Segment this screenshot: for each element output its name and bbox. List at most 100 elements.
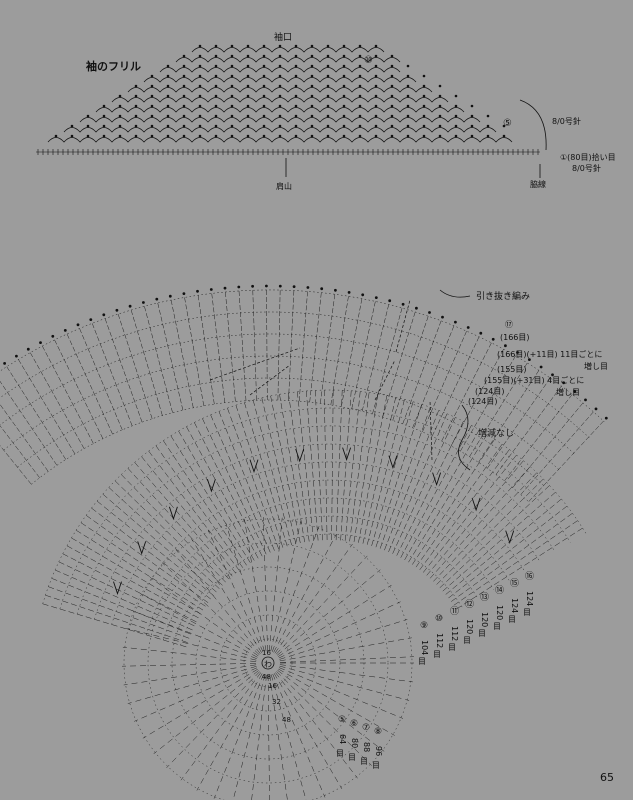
ruffle-picot bbox=[198, 124, 202, 128]
ruffle-picot bbox=[214, 94, 218, 98]
fan-row bbox=[42, 389, 586, 604]
ruffle-picot bbox=[422, 124, 426, 128]
ring-label: わ bbox=[264, 660, 272, 669]
ruffle-picot bbox=[326, 74, 330, 78]
ruffle-picot bbox=[214, 84, 218, 88]
center-stitch bbox=[275, 672, 358, 779]
ruffle-picot bbox=[102, 114, 106, 118]
ruffle-picot bbox=[246, 54, 250, 58]
ruffle-picot bbox=[342, 94, 346, 98]
ruffle-picot bbox=[246, 84, 250, 88]
ruffle-picot bbox=[134, 124, 138, 128]
ruffle-picot bbox=[326, 64, 330, 68]
ruffle-picot bbox=[118, 124, 122, 128]
band-slip-stitch bbox=[76, 323, 80, 327]
fan-stitch bbox=[445, 498, 562, 595]
outer-row-note: (166目) bbox=[500, 333, 530, 342]
ruffle-picot bbox=[486, 114, 490, 118]
outer-row-note: 増し目 bbox=[584, 361, 608, 371]
ruffle-picot bbox=[374, 124, 378, 128]
bottom-count-number: 64 bbox=[338, 734, 347, 744]
right-count-unit: 目 bbox=[508, 615, 516, 624]
circular-motif-chart: わ 16 48 16 32 48 引き抜き編み ⑰(166目)(166目)(+1… bbox=[0, 284, 608, 800]
band-row bbox=[3, 355, 560, 471]
band-stitch bbox=[441, 340, 493, 442]
center-stitch bbox=[142, 669, 258, 739]
band-stitch bbox=[351, 299, 377, 409]
band-row bbox=[17, 377, 545, 487]
band-stitch bbox=[17, 357, 76, 455]
center-stitch bbox=[272, 673, 326, 798]
outer-band bbox=[0, 284, 608, 503]
right-count-unit: 目 bbox=[433, 650, 441, 659]
ruffle-picot bbox=[278, 84, 282, 88]
increase-mark bbox=[113, 581, 122, 596]
ruffle-picot bbox=[246, 94, 250, 98]
band-slip-stitch bbox=[479, 331, 483, 335]
ruffle-picot bbox=[406, 64, 410, 68]
ruffle-picot bbox=[54, 134, 58, 138]
ruffle-picot bbox=[374, 54, 378, 58]
band-slip-stitch bbox=[504, 344, 507, 348]
ruffle-picot bbox=[406, 74, 410, 78]
center-stitch bbox=[279, 665, 410, 701]
band-slip-stitch bbox=[428, 311, 431, 314]
fan-stitch bbox=[55, 569, 193, 631]
ruffle-base-row bbox=[36, 149, 540, 155]
band-slip-stitch bbox=[128, 304, 132, 308]
ruffle-picot bbox=[166, 134, 170, 138]
ruffle-picot bbox=[198, 54, 202, 58]
band-stitch bbox=[0, 445, 32, 485]
fan-stitch bbox=[108, 487, 220, 589]
fan-stitch bbox=[114, 480, 223, 586]
shoulder-top-label: 肩山 bbox=[276, 181, 292, 191]
ruffle-picot bbox=[358, 104, 362, 108]
ruffle-picot bbox=[166, 84, 170, 88]
center-stitch bbox=[279, 637, 412, 662]
ruffle-picot bbox=[198, 114, 202, 118]
band-slip-stitch bbox=[3, 362, 6, 365]
ruffle-picot bbox=[214, 54, 218, 58]
center-number-2: 48 bbox=[262, 673, 271, 681]
ruffle-row-arcs bbox=[47, 137, 513, 143]
fan-stitch bbox=[436, 478, 544, 585]
ruffle-picot bbox=[278, 64, 282, 68]
outer-row-note: (166目)(+11目) 11目ごとに bbox=[497, 349, 602, 359]
center-stitch bbox=[191, 538, 262, 653]
center-stitch bbox=[277, 670, 385, 752]
fan-stitch bbox=[279, 394, 305, 543]
ruffle-picot bbox=[374, 134, 378, 138]
band-stitch bbox=[460, 354, 517, 452]
increase-mark bbox=[432, 472, 442, 487]
ruffle-picot bbox=[422, 104, 426, 108]
center-stitch bbox=[127, 666, 257, 704]
fan-stitch bbox=[155, 445, 244, 568]
fan-stitch bbox=[366, 399, 405, 545]
ruffle-picot bbox=[182, 134, 186, 138]
ruffle-picot bbox=[438, 124, 442, 128]
right-count-row: ⑨ bbox=[420, 621, 428, 631]
ruffle-picot bbox=[278, 94, 282, 98]
fan-stitch bbox=[415, 444, 503, 568]
center-stitch bbox=[279, 664, 413, 683]
ruffle-picot bbox=[182, 54, 186, 58]
band-stitch bbox=[309, 290, 322, 403]
ruffle-picot bbox=[310, 44, 314, 48]
ruffle-picot bbox=[310, 124, 314, 128]
center-rows bbox=[121, 517, 414, 800]
center-stitch bbox=[279, 667, 404, 719]
ruffle-picot bbox=[246, 74, 250, 78]
ruffle-picot bbox=[278, 114, 282, 118]
band-slip-stitch bbox=[516, 351, 519, 354]
fan-stitch bbox=[288, 392, 310, 542]
ruffle-picot bbox=[310, 74, 314, 78]
ruffle-row-arcs bbox=[127, 87, 433, 93]
ruffle-picot bbox=[406, 84, 410, 88]
ruffle-row-arcs bbox=[191, 47, 385, 53]
sleeve-cuff-label: 袖口 bbox=[274, 31, 292, 43]
band-stitch bbox=[512, 401, 585, 488]
ruffle-picot bbox=[374, 74, 378, 78]
fan-stitch bbox=[252, 399, 292, 546]
